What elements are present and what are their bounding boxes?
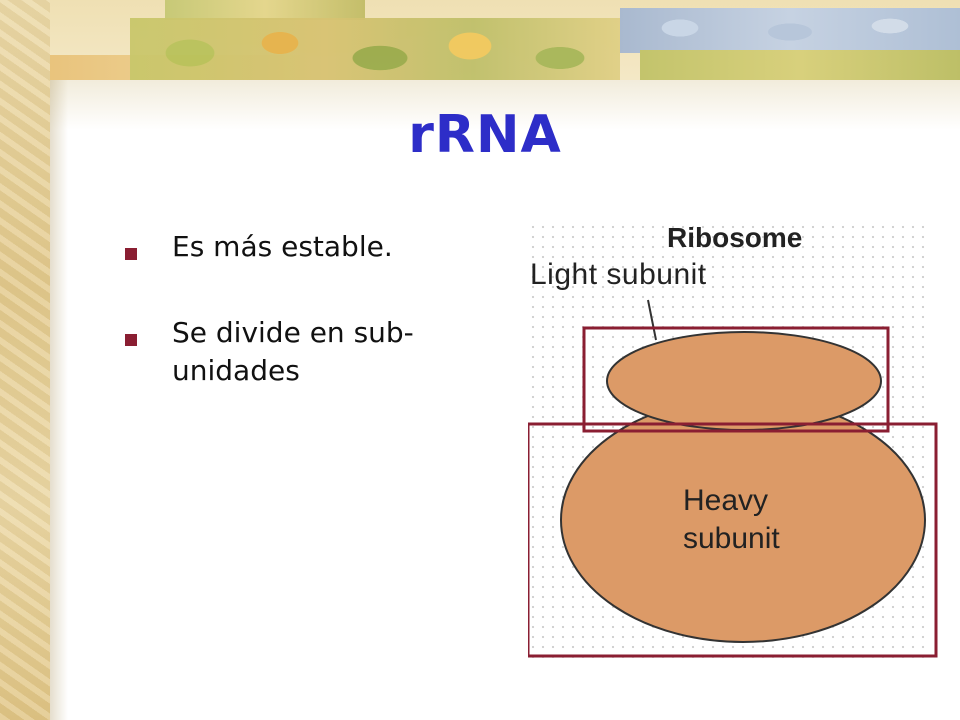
heavy-label-line: Heavy [683, 484, 769, 517]
slide-title: rRNA [408, 105, 562, 165]
light-subunit-pointer [647, 299, 657, 341]
figure-title: Ribosome [667, 222, 803, 253]
bullet-item: Es más estable. [125, 228, 495, 266]
bullet-text: Es más estable. [172, 230, 393, 263]
light-subunit-highlight-box [582, 326, 890, 433]
square-bullet-icon [125, 248, 137, 260]
bullet-item: Se divide en sub-unidades [125, 314, 495, 390]
banner-shadow [50, 80, 960, 130]
banner-leaf-decoration [165, 0, 365, 20]
bullet-text: Se divide en sub-unidades [172, 316, 414, 387]
light-subunit-label: Light subunit [530, 258, 707, 291]
light-subunit-shape [606, 331, 882, 431]
heavy-subunit-highlight-box [528, 422, 938, 658]
heavy-subunit-label: Heavy subunit [683, 482, 780, 558]
left-strip-shadow [50, 80, 68, 720]
heavy-label-line: subunit [683, 522, 780, 555]
ribosome-diagram [528, 299, 938, 658]
left-parchment-strip [0, 0, 50, 720]
bullet-list: Es más estable. Se divide en sub-unidade… [125, 228, 495, 438]
ribosome-figure: Ribosome Light subunit Heavy subunit [528, 222, 938, 658]
banner-leaves-image [130, 18, 620, 80]
banner-olive-strip [640, 50, 960, 80]
square-bullet-icon [125, 334, 137, 346]
banner-blue-image [620, 8, 960, 53]
